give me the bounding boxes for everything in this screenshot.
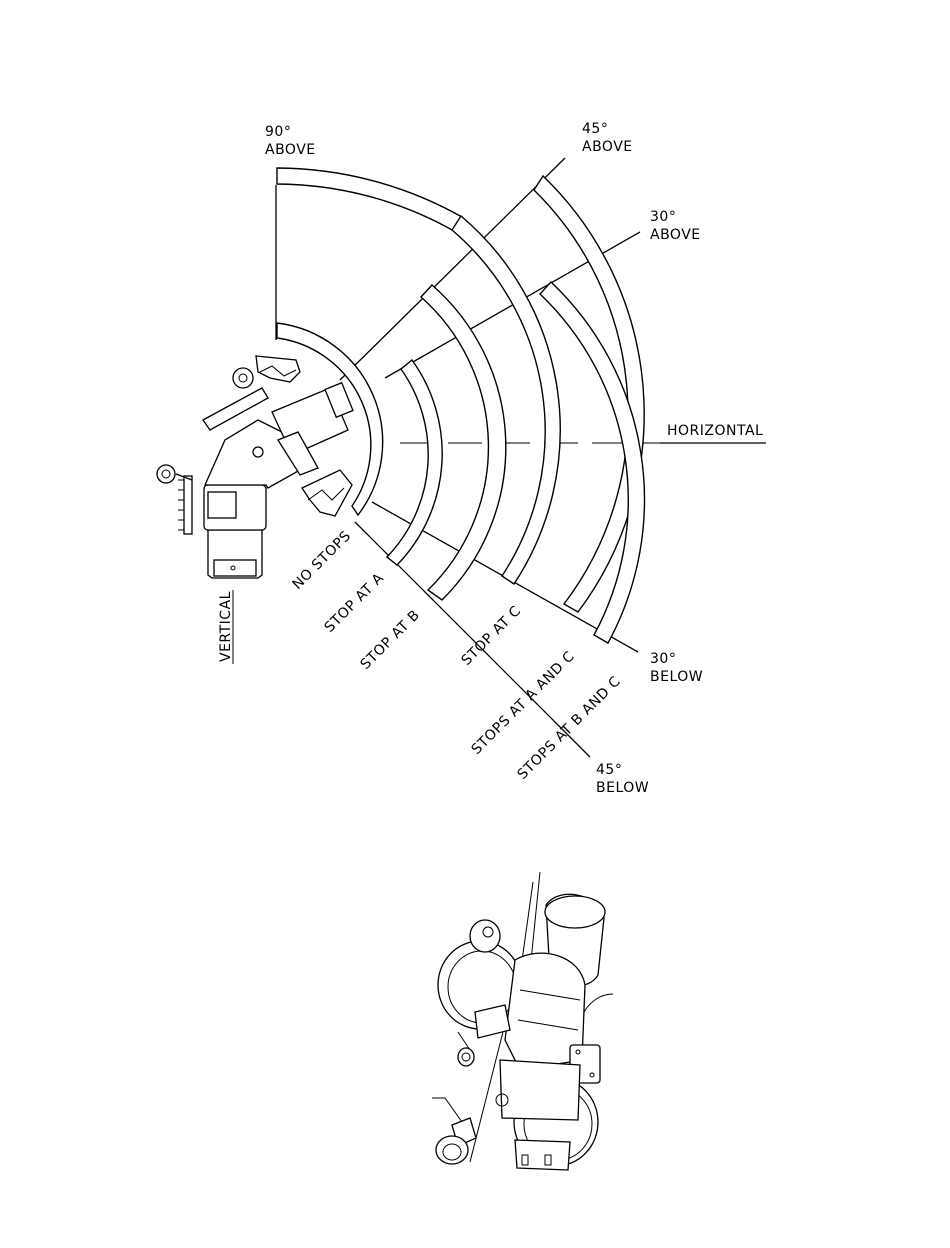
label-30-below-deg: 30°	[650, 651, 676, 667]
label-30-below: BELOW	[650, 669, 703, 685]
monitor-illustration-bottom	[432, 872, 613, 1170]
label-30-above: ABOVE	[650, 227, 701, 243]
label-45-above: ABOVE	[582, 139, 633, 155]
label-stop-at-b: STOP AT B	[358, 607, 424, 673]
label-30-above-deg: 30°	[650, 209, 676, 225]
band-stop-at-a	[387, 360, 442, 565]
band-90-above-outer	[277, 168, 462, 231]
label-45-below: BELOW	[596, 780, 649, 796]
label-45-above-deg: 45°	[582, 121, 608, 137]
label-no-stops: NO STOPS	[290, 528, 355, 593]
band-stop-at-c	[452, 216, 560, 584]
monitor-illustration-top	[157, 356, 353, 578]
label-horizontal: HORIZONTAL	[667, 423, 763, 439]
label-45-below-deg: 45°	[596, 762, 622, 778]
label-stop-at-a: STOP AT A	[322, 570, 388, 636]
label-90-above-deg: 90°	[265, 124, 291, 140]
label-vertical: VERTICAL	[218, 591, 234, 662]
label-90-above: ABOVE	[265, 142, 316, 158]
